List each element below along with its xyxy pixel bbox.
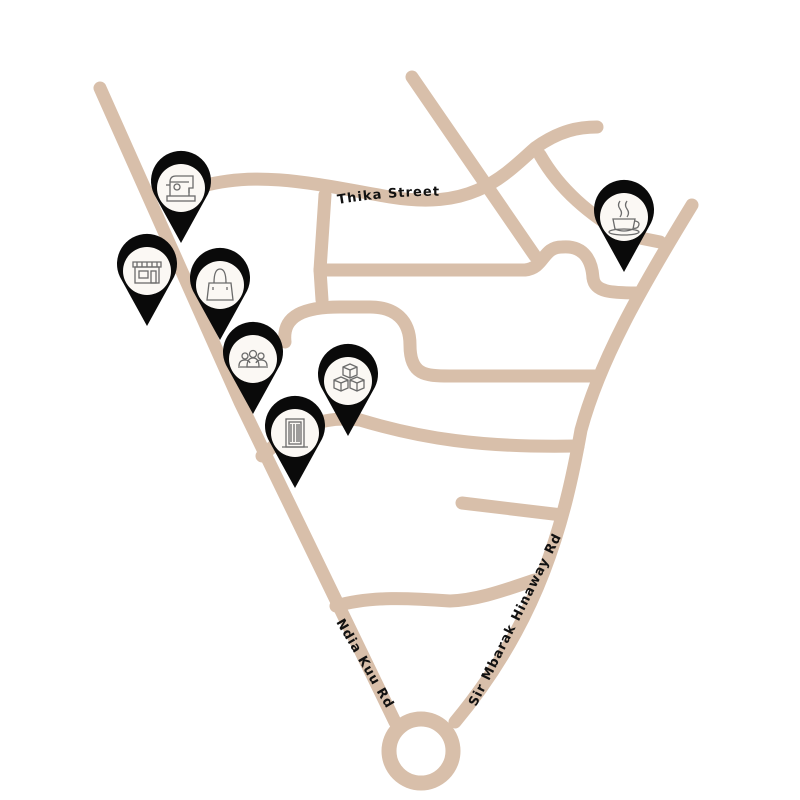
road-upper-horizontal [313,240,647,300]
road-north-diagonal [405,70,542,263]
road-vertical-connector [313,188,332,307]
road-lower [329,573,542,613]
roundabout [381,711,461,791]
road-network [93,70,699,729]
street-label-sir-mbarak: Sir Mbarak Hinaway Rd [466,531,565,709]
road-sir-mbarak [448,198,699,729]
road-thika-street [196,120,604,207]
pin-stone[interactable] [318,343,378,436]
sewing-machine-icon [166,175,196,202]
street-label-ndia-kuu: Ndia Kuu Rd [333,616,397,711]
pin-tailor[interactable] [151,150,211,243]
pin-door[interactable] [265,395,325,488]
handbag-icon [206,268,234,301]
road-ndia-kuu [93,81,402,729]
people-group-icon [238,349,268,368]
pin-cafe[interactable] [594,179,654,272]
pin-bags[interactable] [190,247,250,340]
pin-community[interactable] [223,321,283,414]
road-short-lower [455,496,569,522]
stone-blocks-icon [333,363,365,392]
carved-door-icon [282,418,308,448]
coffee-cup-icon [608,200,640,236]
road-loop [278,300,602,383]
pin-shop[interactable] [117,233,177,326]
markers [117,150,654,488]
storefront-icon [132,261,162,284]
